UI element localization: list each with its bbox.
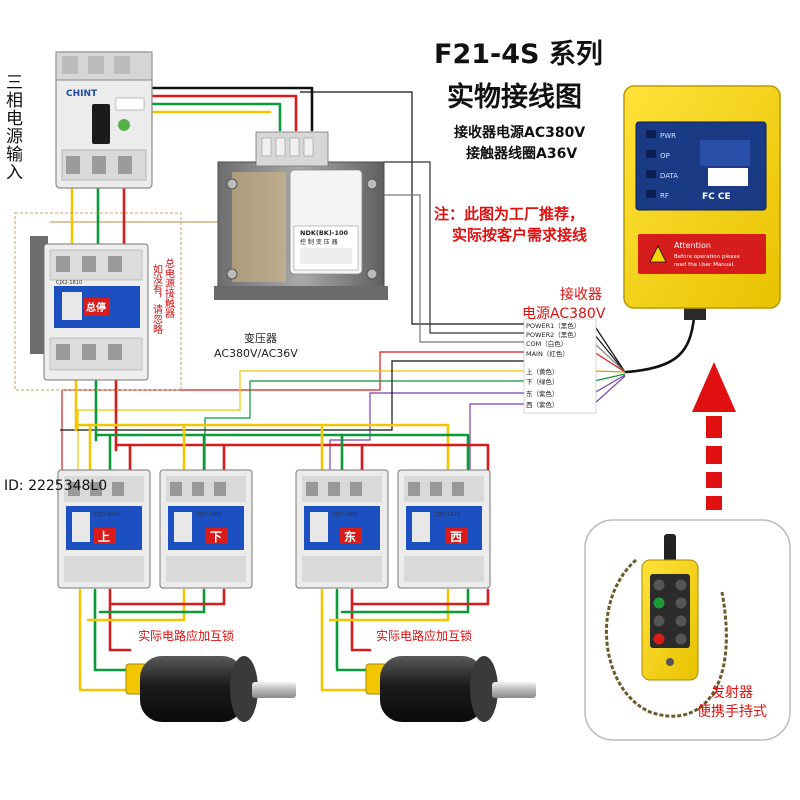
interlock-note-right: 实际电路应加互锁: [376, 628, 472, 643]
contactor-west-model: CJX2-1810: [434, 512, 460, 518]
receiver-unit: PWR OP DATA RF FC CE Attention Before op…: [623, 85, 781, 374]
transformer-plate: 控 制 变 压 器: [300, 238, 338, 246]
receiver-label: 接收器: [560, 286, 602, 303]
main-contactor-tag-bg: [84, 298, 110, 316]
watermark-id: ID: 2225348L0: [4, 478, 107, 494]
receiver-led-op: OP: [660, 152, 670, 160]
motor-left: [125, 656, 296, 722]
svg-text:电: 电: [6, 109, 23, 129]
svg-text:相: 相: [6, 91, 23, 111]
motor-right: [365, 656, 536, 722]
receiver-led-rf: RF: [660, 192, 669, 200]
contactor-east-model: CJX2-1810: [332, 512, 358, 518]
spec-coil-voltage: 接触器线圈A36V: [466, 145, 577, 162]
breaker-lever: [92, 104, 110, 144]
svg-text:三: 三: [6, 73, 23, 93]
terminal-block: POWER1（黑色） POWER2（黑色） COM（白色） MAIN（红色） 上…: [523, 318, 597, 414]
power-wires: [70, 173, 490, 692]
receiver-led-pwr: PWR: [660, 132, 676, 140]
transformer: NDK(BK)-100 控 制 变 压 器: [214, 131, 388, 300]
receiver-warning-text2: read the User Manual.: [674, 262, 735, 268]
circuit-breaker: CHINT: [55, 51, 153, 189]
terminal-west: 西（紫色）: [526, 400, 559, 409]
contactor-up-model: CJX2-1810: [94, 512, 120, 518]
note-line2: 实际按客户需求接线: [452, 226, 587, 244]
contactor-down-tag: 下: [210, 530, 222, 544]
receiver-power-label: 电源AC380V: [522, 306, 606, 322]
svg-text:输: 输: [6, 145, 23, 165]
transformer-rating: AC380V/AC36V: [214, 347, 298, 360]
receiver-fc-ce: FC CE: [702, 192, 731, 202]
interlock-note-left: 实际电路应加互锁: [138, 628, 234, 643]
main-contactor-model: CJX2-1810: [56, 280, 82, 286]
svg-text:源: 源: [6, 127, 23, 147]
svg-text:如没有，请忽略: 如没有，请忽略: [151, 263, 163, 335]
contactor-west-tag: 西: [450, 530, 462, 544]
transmitter-label: 发射器: [711, 685, 753, 701]
power-on-icon: [653, 597, 665, 609]
attention-triangle-icon: [649, 245, 667, 263]
note-line1: 注：此图为工厂推荐，: [434, 205, 584, 223]
receiver-warning-text1: Before operation please: [674, 254, 741, 260]
terminal-east: 东（紫色）: [526, 389, 559, 398]
contactor-up: 上 CJX2-1810: [57, 469, 151, 589]
main-contactor-note: 总电源接触器 如没有，请忽略: [151, 257, 175, 335]
contactor-down: 下 CJX2-1810: [159, 469, 253, 589]
contactor-up-tag: 上: [98, 529, 110, 544]
svg-text:总电源接触器: 总电源接触器: [163, 257, 175, 319]
main-contactor-frame: [14, 212, 182, 391]
spec-receiver-power: 接收器电源AC380V: [454, 124, 585, 141]
receiver-led-data: DATA: [660, 172, 678, 180]
transformer-label: 变压器: [244, 331, 277, 345]
contactor-east-tag: 东: [344, 529, 356, 544]
terminal-up: 上（黄色）: [526, 367, 559, 376]
receiver-warning-title: Attention: [674, 241, 711, 250]
title-line2: 实物接线图: [447, 81, 582, 113]
cross-stop-icon: [653, 633, 665, 645]
contactor-west: 西 CJX2-1810: [397, 469, 491, 589]
breaker-brand: CHINT: [66, 89, 98, 99]
terminal-power1: POWER1（黑色）: [526, 321, 580, 330]
up-arrow-icon: [692, 362, 736, 510]
main-contactor-tag: 总停: [86, 301, 106, 314]
main-contactor: 总停 CJX2-1810: [30, 236, 149, 381]
contactor-east: 东 CJX2-1810: [295, 469, 389, 589]
terminal-com: COM（白色）: [526, 339, 567, 348]
transmitter-panel: [584, 519, 791, 741]
title-line1: F21-4S 系列: [434, 39, 603, 70]
transformer-model: NDK(BK)-100: [300, 229, 349, 237]
terminal-power2: POWER2（黑色）: [526, 330, 580, 339]
terminal-main: MAIN（红色）: [526, 349, 569, 358]
terminal-down: 下（绿色）: [526, 377, 559, 386]
svg-text:入: 入: [6, 163, 23, 183]
contactor-down-model: CJX2-1810: [196, 512, 222, 518]
power-input-label: 三 相 电 源 输 入: [6, 73, 23, 183]
transmitter-sublabel: 便携手持式: [697, 704, 767, 720]
